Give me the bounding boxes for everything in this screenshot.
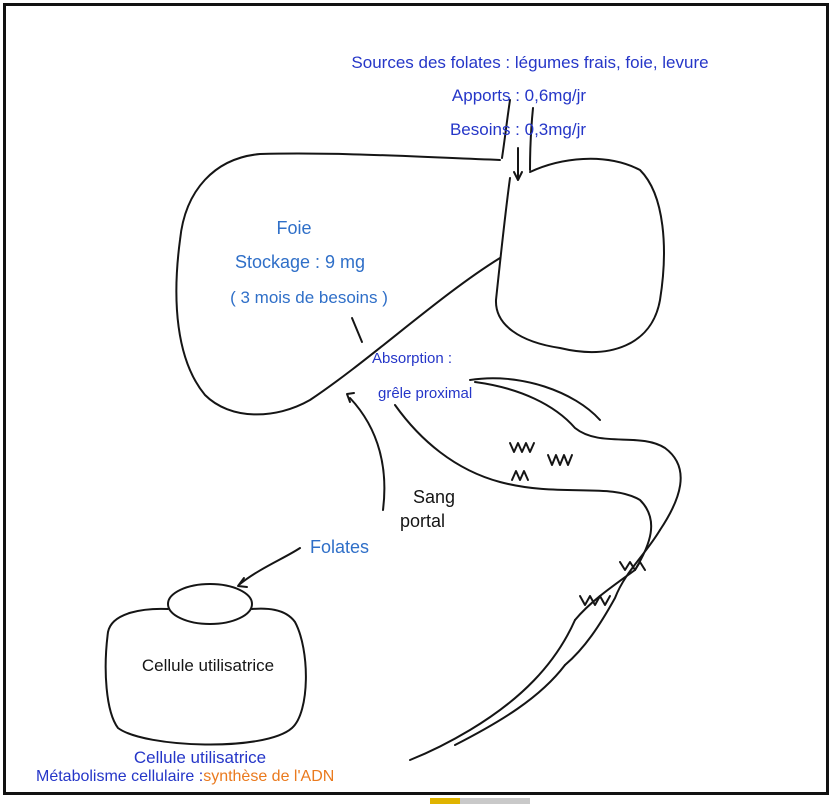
cell-inner-label: Cellule utilisatrice xyxy=(142,657,274,674)
cell-caption: Cellule utilisatrice xyxy=(134,749,266,766)
esophagus-right xyxy=(530,108,533,170)
stomach-outer xyxy=(496,159,664,352)
metabolism-line: Métabolisme cellulaire :synthèse de l'AD… xyxy=(36,769,334,785)
sources-line: Sources des folates : légumes frais, foi… xyxy=(351,54,708,71)
cell-nucleus xyxy=(168,584,252,624)
duodenum-upper xyxy=(475,382,681,530)
ileum-outer xyxy=(410,620,575,760)
sang-label: Sang xyxy=(413,488,455,506)
foie-stockage: Stockage : 9 mg xyxy=(235,253,365,271)
ileum-inner xyxy=(455,665,565,745)
zigzag-3 xyxy=(512,471,528,480)
folates-arrow xyxy=(240,548,300,584)
portal-label: portal xyxy=(400,512,445,530)
absorption-site: grêle proximal xyxy=(378,386,472,401)
liver-outline xyxy=(176,154,500,415)
jejunum-upper xyxy=(565,530,660,665)
apports-line: Apports : 0,6mg/jr xyxy=(452,87,586,104)
jejunum-lower xyxy=(575,570,635,620)
zigzag-2 xyxy=(548,455,572,465)
folates-label: Folates xyxy=(310,538,369,556)
metabolism-prefix: Métabolisme cellulaire : xyxy=(36,768,203,785)
zigzag-1 xyxy=(510,443,534,452)
absorption-label: Absorption : xyxy=(372,351,452,366)
besoins-line: Besoins : 0,3mg/jr xyxy=(450,121,586,138)
cell-body xyxy=(106,609,306,745)
foie-title: Foie xyxy=(276,219,311,237)
liver-fissure xyxy=(352,318,362,342)
portal-arrow xyxy=(350,398,384,510)
metabolism-highlight: synthèse de l'ADN xyxy=(203,768,334,785)
foie-duree: ( 3 mois de besoins ) xyxy=(230,289,388,306)
